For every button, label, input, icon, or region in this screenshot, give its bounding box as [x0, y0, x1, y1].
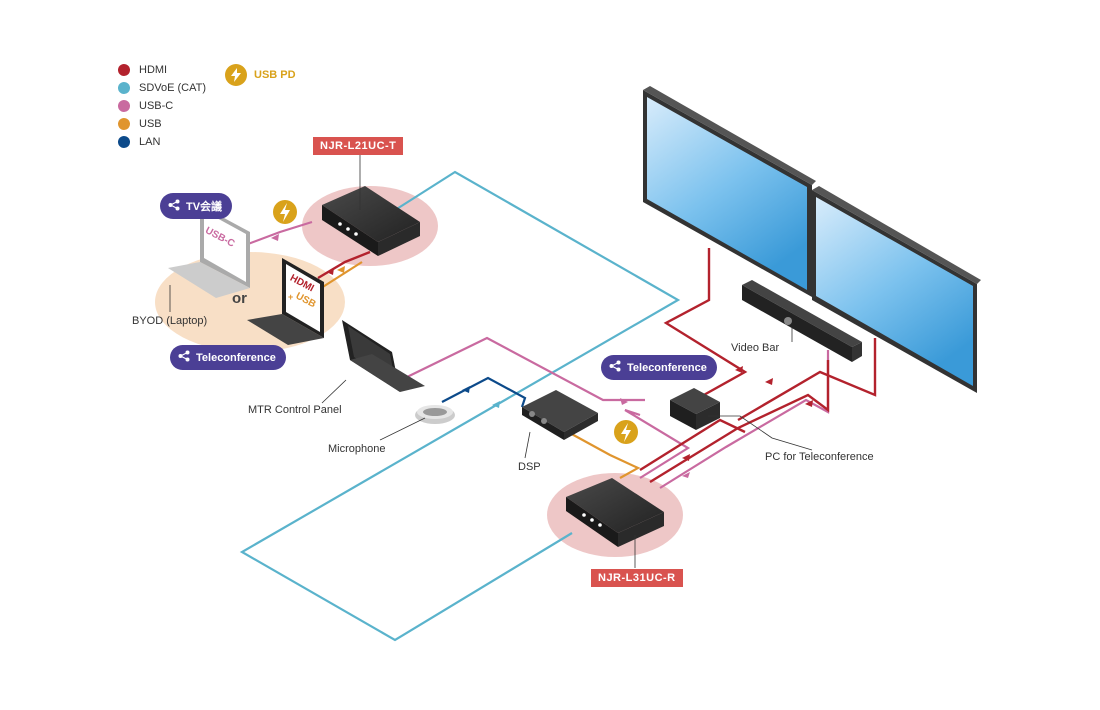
mtr-label: MTR Control Panel: [248, 404, 342, 416]
legend-item-lan: LAN: [118, 136, 160, 148]
share-icon: [609, 360, 621, 375]
lightning-icon: [225, 64, 247, 86]
mtr-control-panel-device: [342, 320, 425, 392]
legend-label: USB: [139, 118, 162, 130]
legend-label: USB-C: [139, 100, 174, 112]
legend-color-dot: [118, 118, 130, 130]
receiver-tag: NJR-L31UC-R: [591, 569, 683, 587]
flow-arrows: [271, 234, 813, 478]
pc-label: PC for Teleconference: [765, 451, 874, 463]
lightning-icon: [614, 420, 638, 444]
legend-color-dot: [118, 82, 130, 94]
bubble-label: Teleconference: [196, 351, 276, 364]
microphone-label: Microphone: [328, 443, 386, 455]
dsp-device: [522, 390, 598, 440]
bubble-label: Teleconference: [627, 361, 707, 374]
transmitter-device: [322, 186, 420, 256]
microphone-device: [415, 405, 455, 424]
teleconference-bubble-left: Teleconference: [170, 345, 286, 370]
or-text: or: [232, 290, 247, 307]
leader-lines: [169, 155, 813, 568]
share-icon: [168, 199, 180, 214]
left-display: [643, 86, 816, 297]
bubble-label: TV会議: [186, 201, 223, 213]
legend-item-hdmi: HDMI: [118, 64, 167, 76]
dsp-label: DSP: [518, 461, 541, 473]
hdmi-usb-laptop: [247, 258, 324, 345]
hdmi-cables: [317, 248, 877, 484]
laptop-screen-plus-text: +: [288, 292, 294, 302]
legend-label: HDMI: [139, 64, 168, 76]
legend-color-dot: [118, 100, 130, 112]
legend-color-dot: [118, 64, 130, 76]
legend-item-sdvoe: SDVoE (CAT): [118, 82, 206, 94]
usb-cables: [317, 261, 641, 479]
share-icon: [178, 350, 190, 365]
lightning-icon: [273, 200, 297, 224]
receiver-device: [566, 478, 664, 547]
video-bar-label: Video Bar: [731, 342, 780, 354]
legend-label: SDVoE (CAT): [139, 82, 207, 94]
legend-label: LAN: [139, 136, 161, 148]
transmitter-tag: NJR-L21UC-T: [313, 137, 404, 155]
tv-conference-bubble: TV会議: [160, 193, 233, 219]
teleconference-bubble-right: Teleconference: [601, 355, 717, 380]
legend-item-usbc: USB-C: [118, 100, 173, 112]
legend-item-usb: USB: [118, 118, 162, 130]
right-display: [812, 186, 981, 393]
usbc-cables: [231, 220, 830, 489]
sdvoe-cable: [239, 170, 681, 642]
legend-item-usb-pd: USB PD: [225, 64, 296, 86]
video-bar-device: [742, 280, 862, 362]
usbc-laptop: [168, 205, 250, 298]
lan-cable: [441, 376, 527, 408]
legend-color-dot: [118, 136, 130, 148]
byod-label: BYOD (Laptop): [132, 315, 208, 327]
legend-label: USB PD: [254, 69, 296, 81]
